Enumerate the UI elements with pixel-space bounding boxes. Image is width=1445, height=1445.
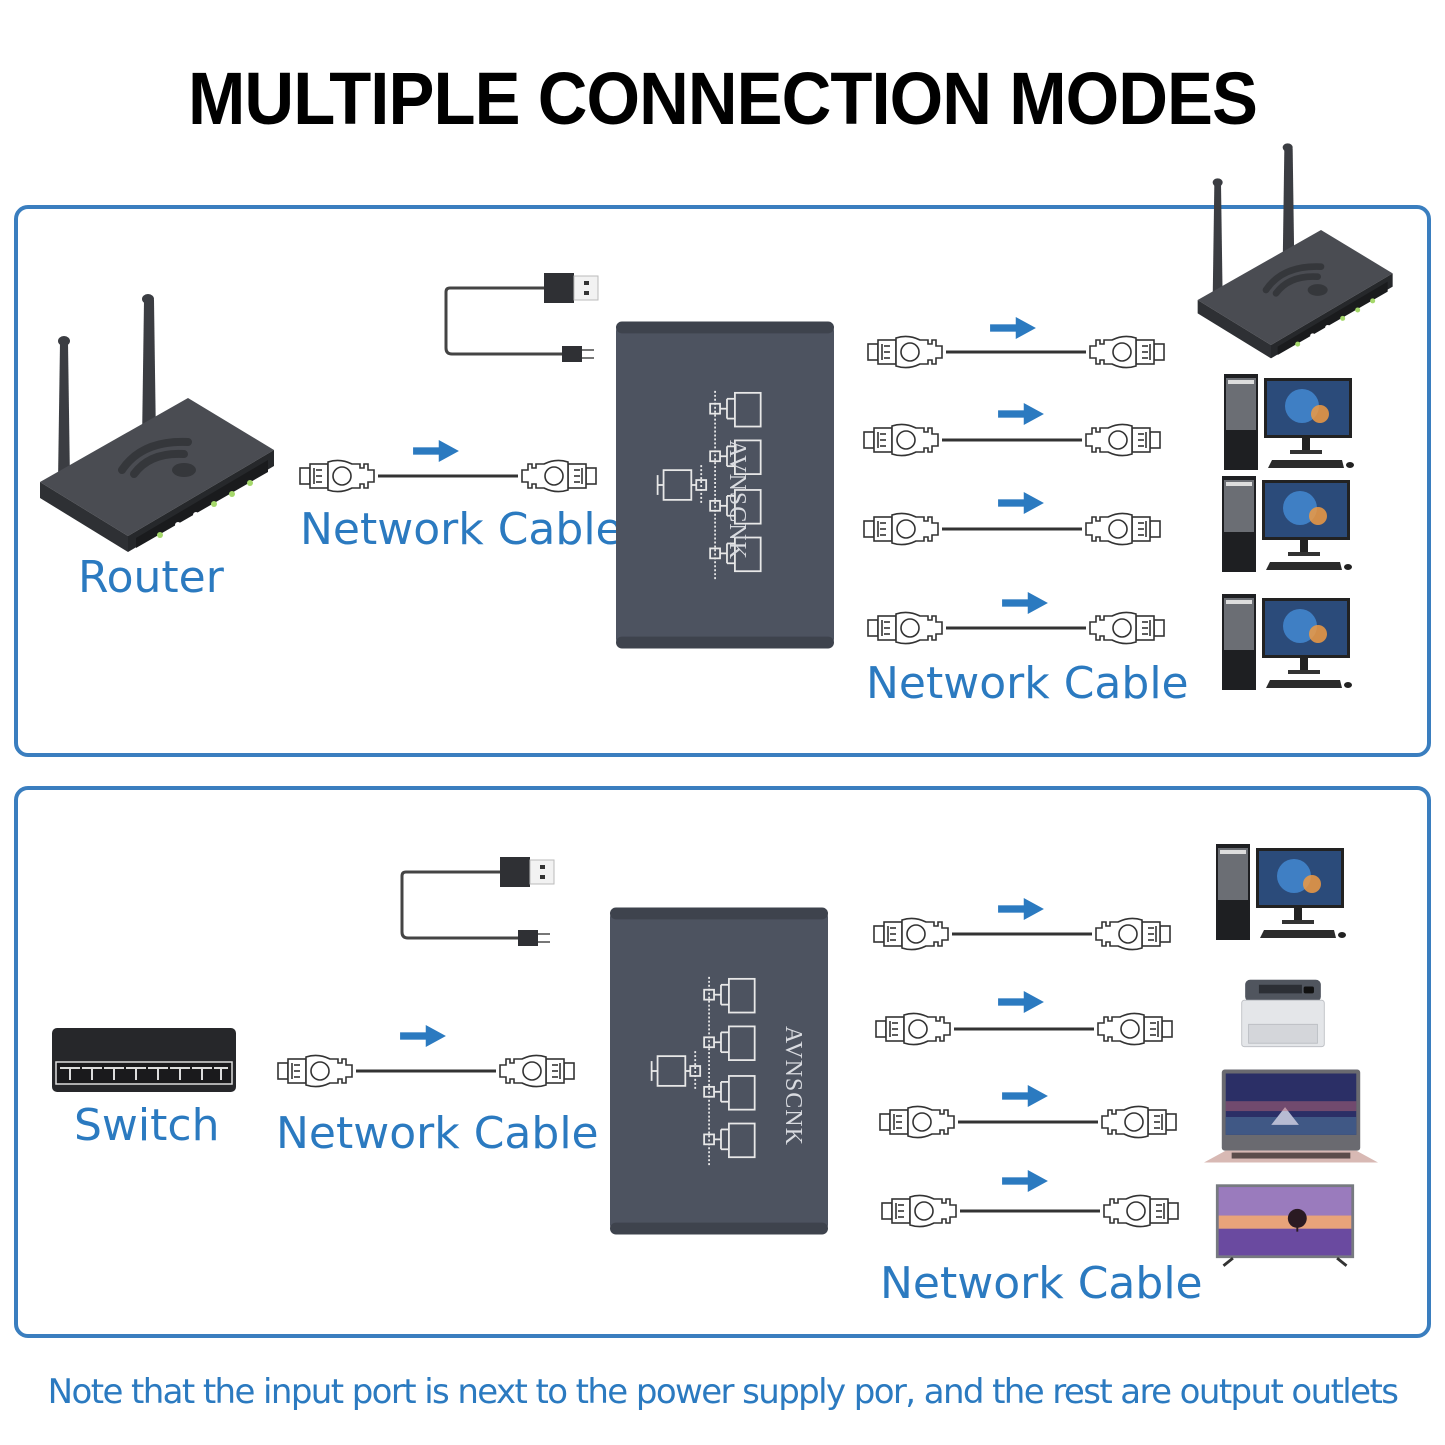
ethernet-cable-icon xyxy=(276,1051,576,1091)
splitter-brand: AVNSCNK xyxy=(724,440,750,560)
laptop-icon xyxy=(1202,1066,1380,1168)
wifi-router-icon xyxy=(1196,140,1396,360)
output-cable-label: Network Cable xyxy=(866,658,1189,709)
ethernet-cable-icon xyxy=(880,1191,1180,1231)
ethernet-cable-icon xyxy=(862,509,1162,549)
arrow-right-icon xyxy=(398,1025,448,1047)
ethernet-cable-icon xyxy=(874,1009,1174,1049)
wifi-router-icon xyxy=(38,292,278,552)
ethernet-cable-icon xyxy=(862,420,1162,460)
page-title: MULTIPLE CONNECTION MODES xyxy=(188,57,1258,140)
input-cable-label: Network Cable xyxy=(276,1108,599,1159)
output-cable-label: Network Cable xyxy=(880,1258,1203,1309)
desktop-computer-icon xyxy=(1216,844,1346,944)
usb-power-cable-icon xyxy=(400,852,560,962)
footnote: Note that the input port is next to the … xyxy=(47,1372,1399,1412)
printer-icon xyxy=(1240,974,1326,1054)
desktop-computer-icon xyxy=(1224,374,1354,474)
splitter-brand: AVNSCNK xyxy=(780,1026,806,1146)
ethernet-cable-icon xyxy=(872,914,1172,954)
tv-icon xyxy=(1214,1180,1356,1270)
network-switch-icon xyxy=(50,1026,240,1096)
input-cable-label: Network Cable xyxy=(300,504,623,555)
switch-label: Switch xyxy=(74,1100,220,1151)
router-label: Router xyxy=(78,552,224,603)
ethernet-cable-icon xyxy=(298,456,598,496)
connection-mode-switch-panel xyxy=(14,786,1431,1338)
connection-mode-router-panel xyxy=(14,205,1431,757)
desktop-computer-icon xyxy=(1222,594,1352,694)
desktop-computer-icon xyxy=(1222,476,1352,576)
usb-power-cable-icon xyxy=(444,268,604,378)
ethernet-cable-icon xyxy=(878,1102,1178,1142)
ethernet-cable-icon xyxy=(866,332,1166,372)
ethernet-cable-icon xyxy=(866,608,1166,648)
arrow-right-icon xyxy=(1000,1170,1050,1192)
